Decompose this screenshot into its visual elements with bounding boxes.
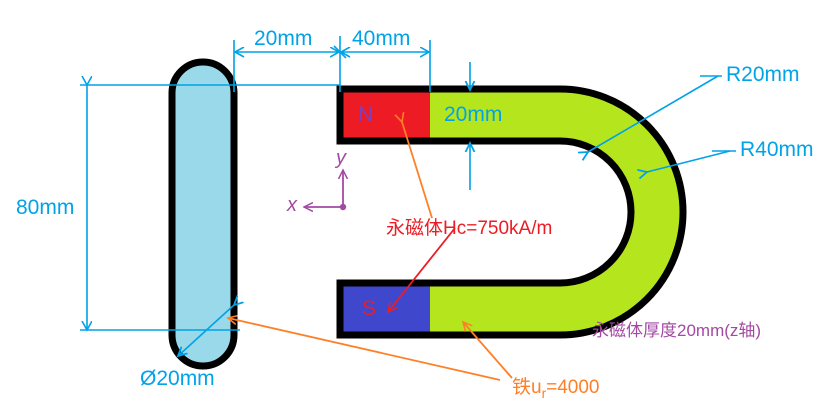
dim-label-inner-radius: R20mm [726, 63, 800, 86]
dim-label-magnet-40mm: 40mm [352, 27, 411, 50]
leader-iron-to-lower-arm [463, 322, 513, 379]
dim-label-outer-radius: R40mm [740, 138, 814, 161]
annotation-permanent-magnet: 永磁体Hc=750kA/m [386, 218, 553, 239]
annotation-magnet-thickness: 永磁体厚度20mm(z轴) [592, 321, 762, 340]
axis-label-y: y [336, 147, 346, 169]
dim-label-arm-thickness-20mm: 20mm [444, 103, 503, 126]
magnet-south-block [336, 279, 430, 339]
leader-line-diameter [178, 305, 234, 356]
magnet-north-block [336, 85, 430, 145]
iron-yoke-shape [336, 85, 687, 339]
dim-label-height-80mm: 80mm [16, 196, 75, 219]
pole-label-north: N [358, 103, 374, 126]
cylinder-shape [168, 58, 238, 370]
leader-magnet-to-north [402, 122, 433, 219]
iron-label-prefix: 铁u [512, 377, 542, 398]
leader-magnet-to-south [388, 227, 456, 312]
leader-line-r20mm [588, 75, 719, 152]
dim-label-gap-20mm: 20mm [254, 27, 313, 50]
iron-label-subscript: r [541, 385, 547, 401]
leader-line-r40mm [647, 150, 731, 172]
leader-iron-to-cylinder [228, 318, 501, 381]
axis-origin-dot [339, 203, 347, 211]
iron-label-suffix: =4000 [546, 377, 600, 398]
annotation-iron-material: 铁ur=4000 [512, 378, 600, 400]
coordinate-axes [304, 170, 346, 210]
dim-label-cylinder-diameter: Ø20mm [140, 367, 215, 390]
pole-label-south: S [362, 297, 377, 320]
axis-label-x: x [287, 194, 297, 216]
